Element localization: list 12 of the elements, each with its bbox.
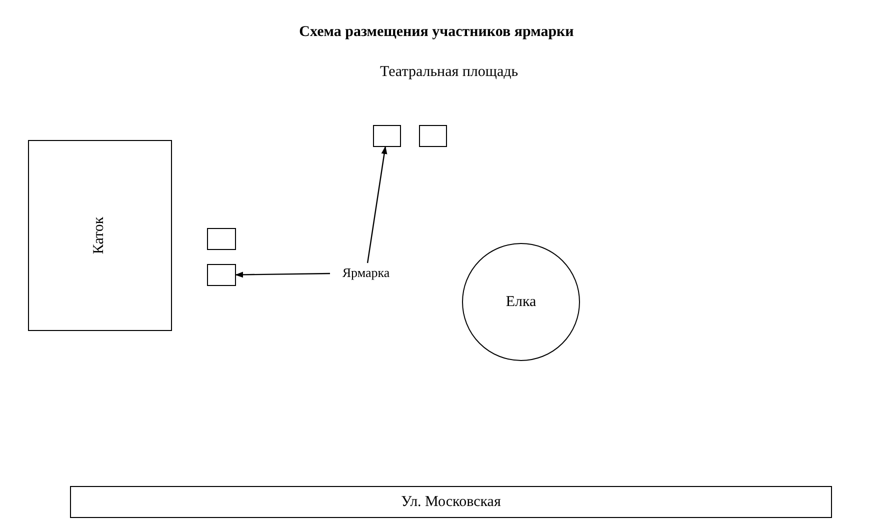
tree-circle: Елка <box>462 243 580 361</box>
stall-box <box>207 264 236 286</box>
stall-box <box>207 228 236 250</box>
stall-box <box>373 125 401 147</box>
place-label: Театральная площадь <box>380 64 518 81</box>
rink-area: Каток <box>28 140 172 331</box>
arrow <box>235 272 330 278</box>
fair-label: Ярмарка <box>330 263 402 283</box>
arrow <box>366 146 388 264</box>
street-band: Ул. Московская <box>70 486 832 518</box>
title: Схема размещения участников ярмарки <box>298 24 575 41</box>
stall-box <box>419 125 447 147</box>
